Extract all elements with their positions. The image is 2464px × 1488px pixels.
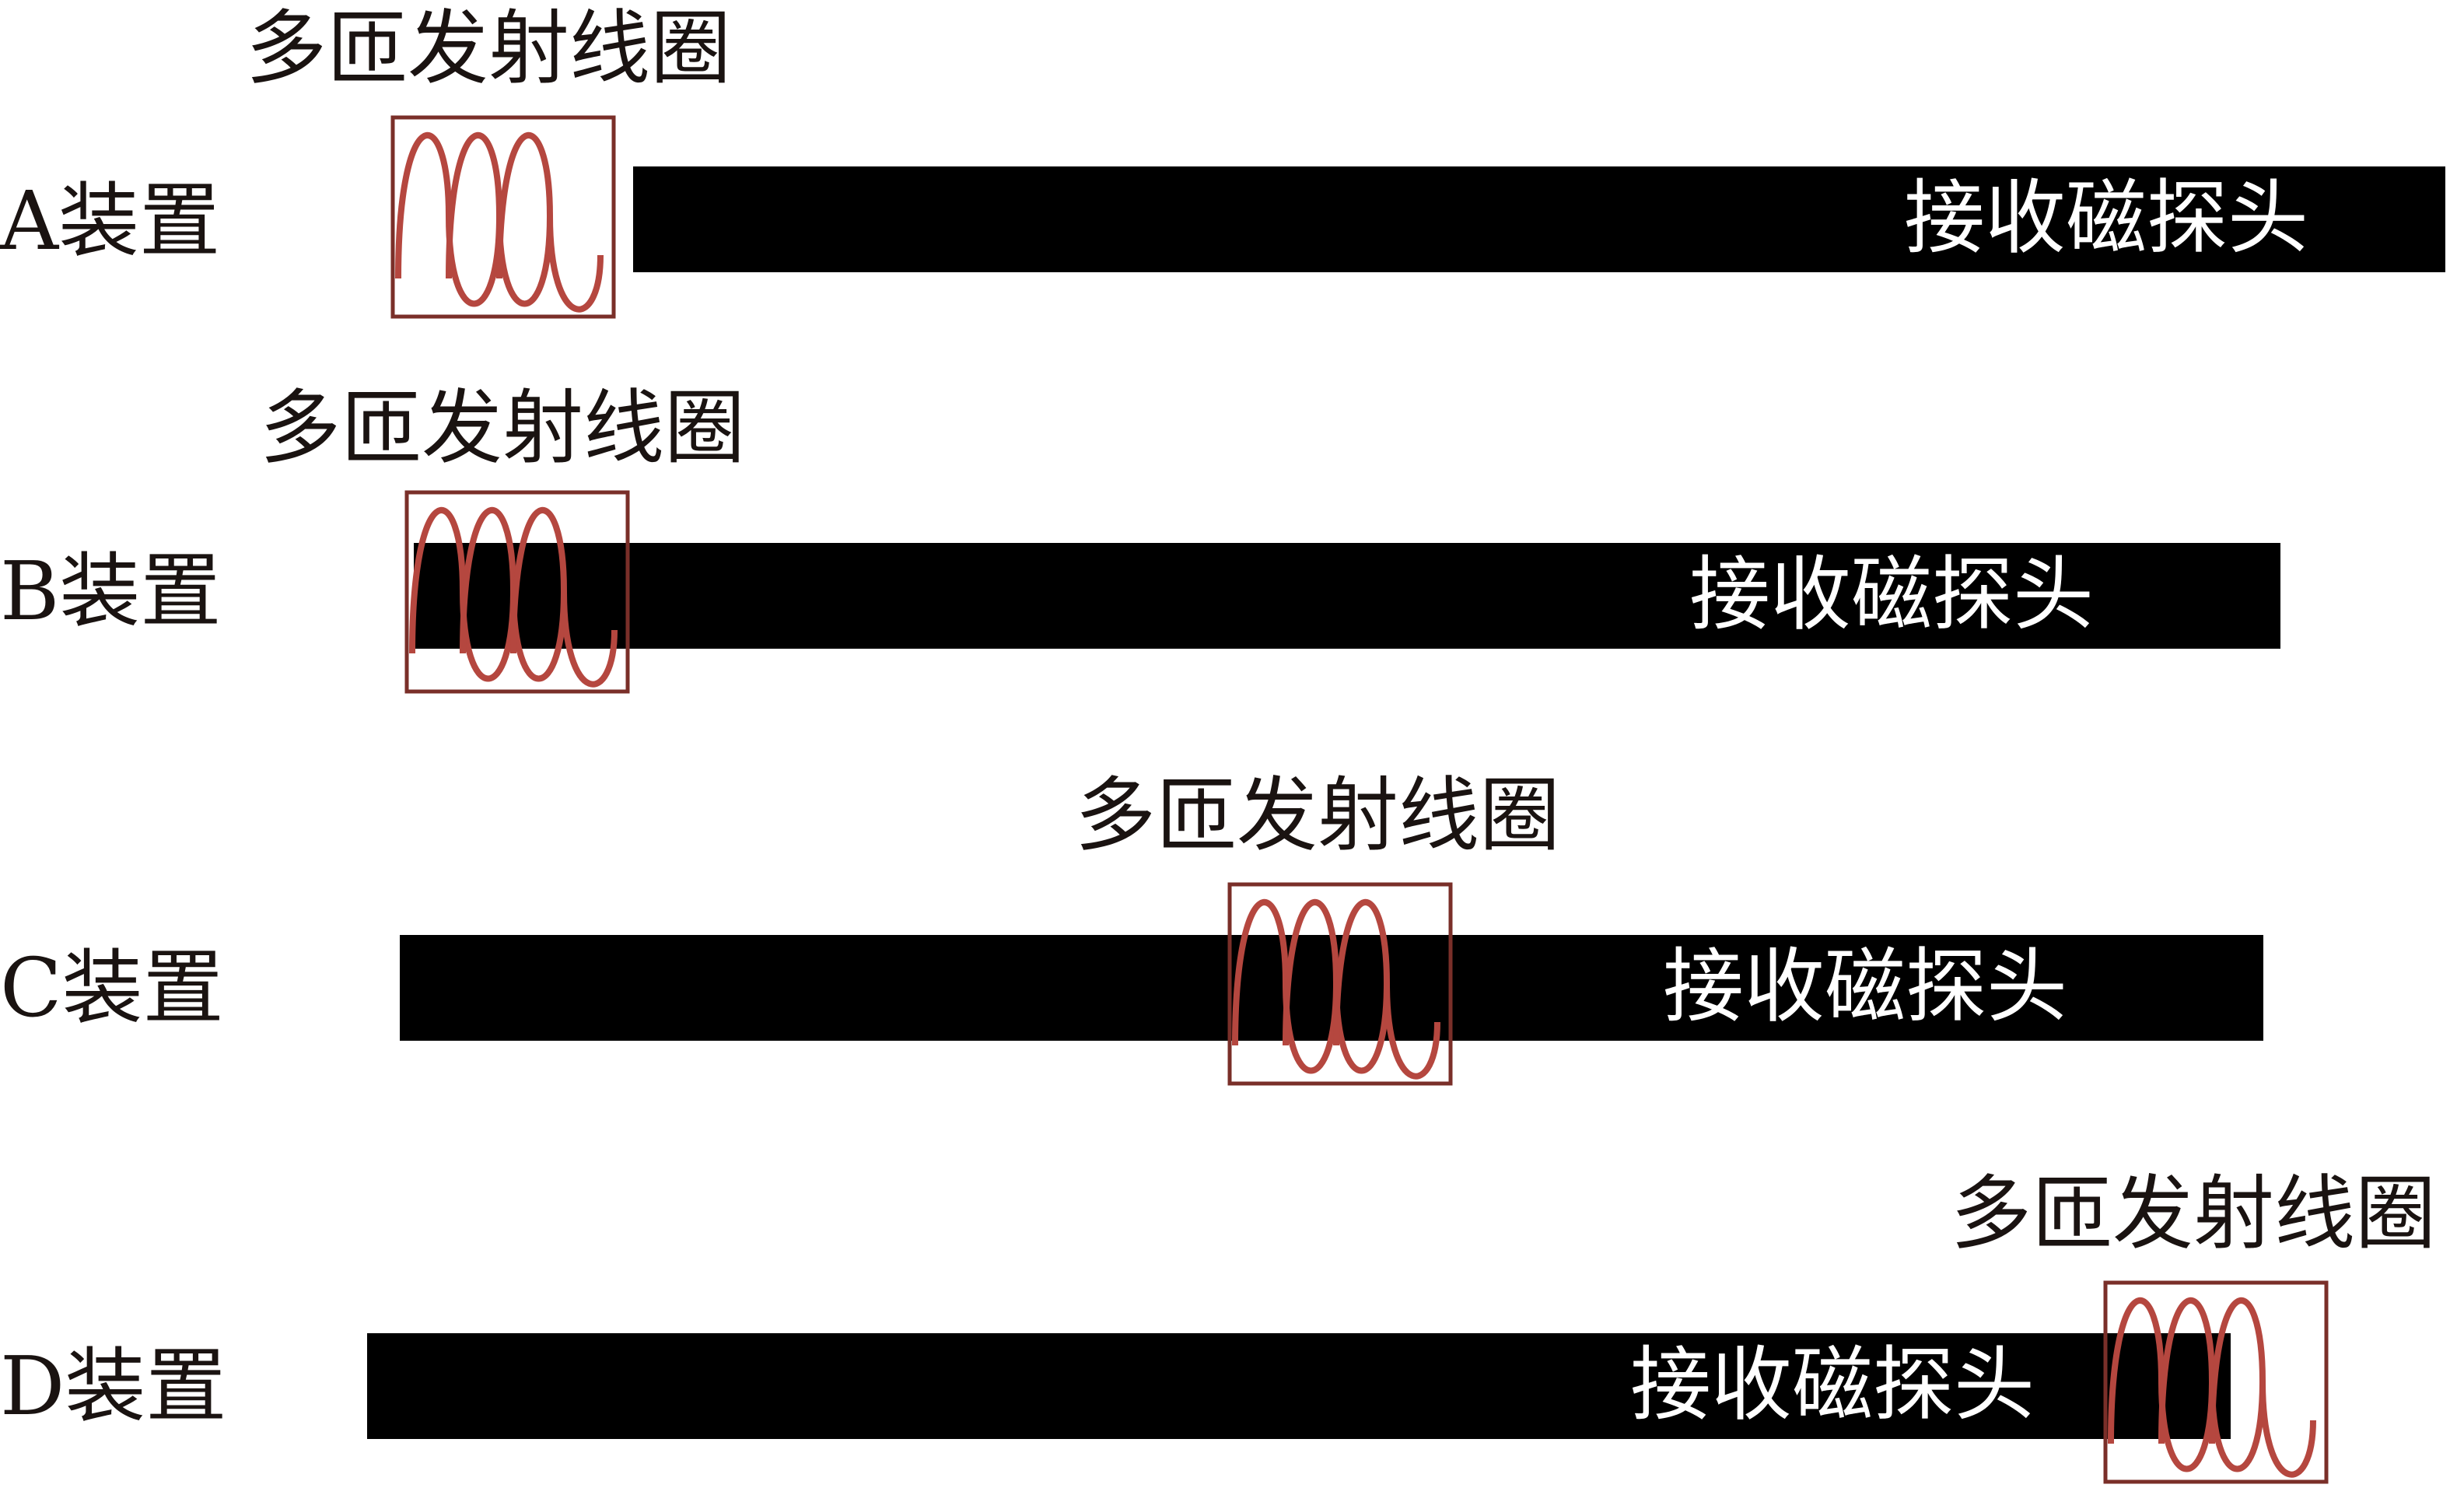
transmit-coil xyxy=(404,490,630,694)
device-a: 多匝发射线圈 A装置 接收磁探头 xyxy=(0,0,2464,350)
transmit-coil xyxy=(2103,1280,2329,1484)
coil-icon xyxy=(404,490,630,694)
coil-icon xyxy=(1227,882,1453,1086)
device-label: A装置 xyxy=(0,173,221,268)
coil-icon xyxy=(2103,1280,2329,1484)
probe-label: 接收磁探头 xyxy=(1663,939,2068,1034)
device-label: C装置 xyxy=(0,940,224,1035)
probe-label: 接收磁探头 xyxy=(1630,1337,2035,1432)
device-label: D装置 xyxy=(0,1339,227,1434)
device-c: 多匝发射线圈 C装置 接收磁探头 xyxy=(0,768,2263,1086)
probe-label: 接收磁探头 xyxy=(1689,547,2095,642)
coil-icon xyxy=(390,115,616,319)
receive-probe: 接收磁探头 xyxy=(367,1333,2231,1439)
device-label: B装置 xyxy=(0,544,222,639)
probe-label: 接收磁探头 xyxy=(1904,170,2309,265)
receive-probe: 接收磁探头 xyxy=(633,166,2445,272)
coil-label: 多匝发射线圈 xyxy=(246,1,732,96)
transmit-coil xyxy=(1227,882,1453,1086)
transmit-coil xyxy=(390,115,616,319)
receive-probe: 接收磁探头 xyxy=(414,543,2280,649)
coil-label: 多匝发射线圈 xyxy=(1075,768,1561,863)
coil-label: 多匝发射线圈 xyxy=(260,380,746,475)
device-b: 多匝发射线圈 B装置 接收磁探头 xyxy=(0,0,2464,739)
coil-label: 多匝发射线圈 xyxy=(1951,1166,2437,1261)
